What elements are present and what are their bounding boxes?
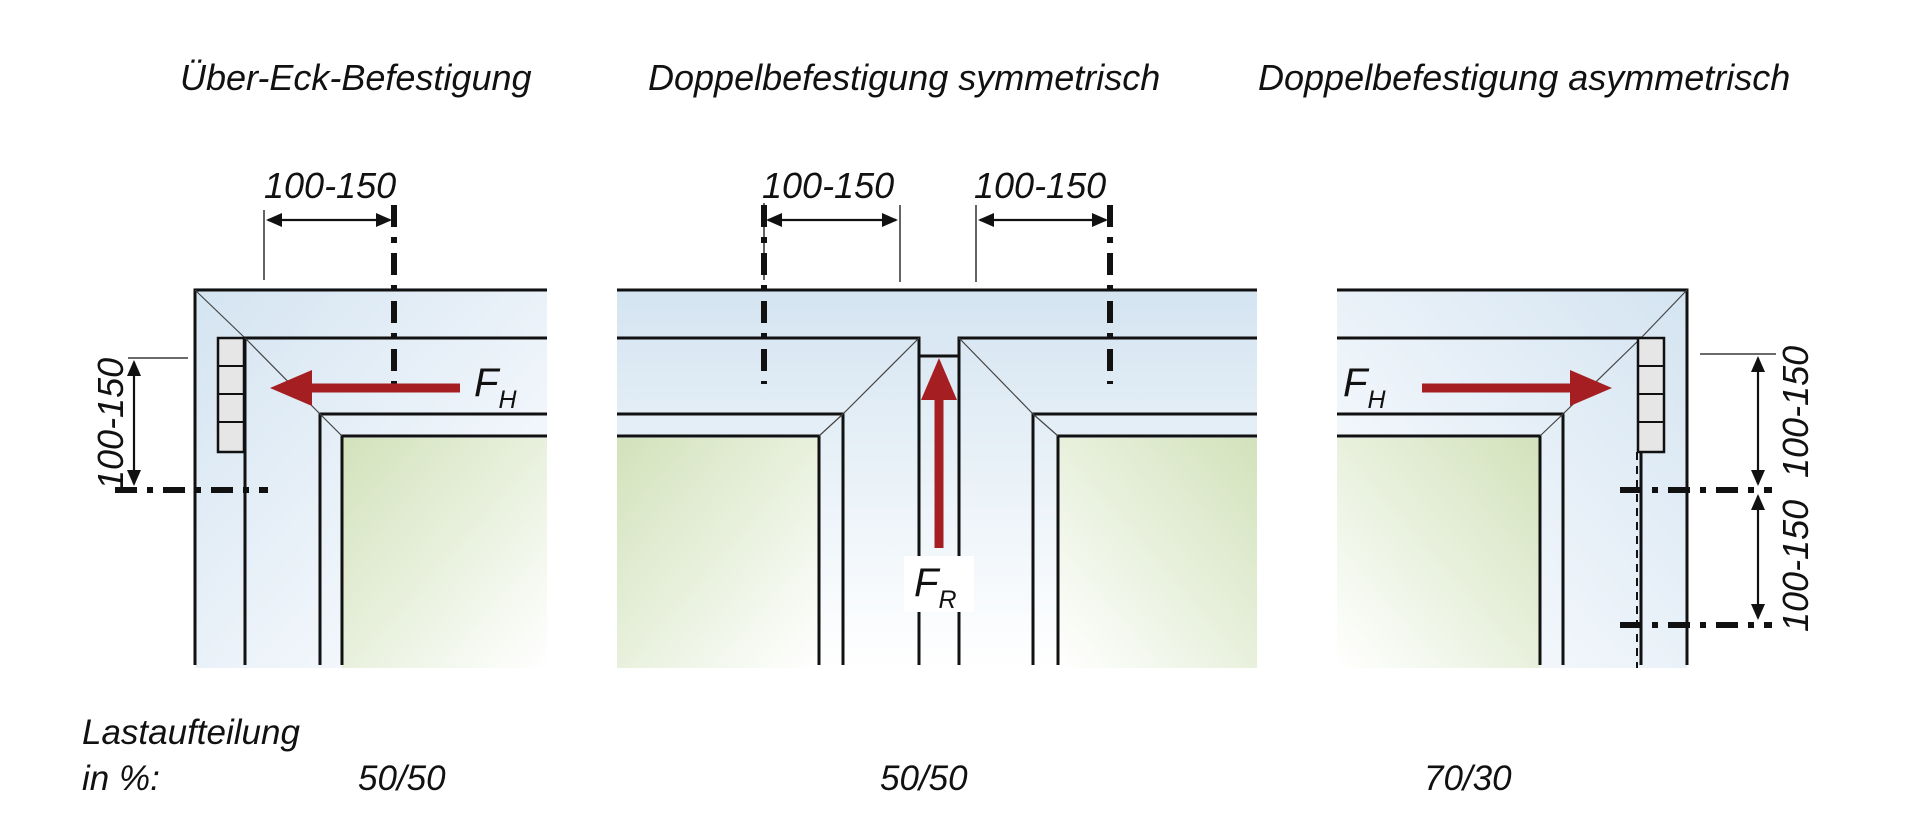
panel-left-corner: 100-150 100-150 FH <box>90 165 547 668</box>
load-split-middle: 50/50 <box>880 759 968 798</box>
glass-pane-left <box>342 438 547 668</box>
dimension-middle-left <box>761 203 901 384</box>
load-split-label-line2: in %: <box>82 759 160 798</box>
force-arrow-middle <box>921 358 957 548</box>
force-label-left: FH <box>474 361 517 414</box>
load-split-left: 50/50 <box>358 759 446 798</box>
dimension-left-horizontal <box>263 205 397 384</box>
title-left: Über-Eck-Befestigung <box>180 57 532 98</box>
dim-left-vertical-label: 100-150 <box>90 358 131 490</box>
load-split-label-line1: Lastaufteilung <box>82 713 300 752</box>
dim-middle-right-label: 100-150 <box>974 165 1106 206</box>
glass-pane-middle-left <box>617 438 819 668</box>
title-right: Doppelbefestigung asymmetrisch <box>1258 57 1790 98</box>
glass-pane-middle-right <box>1058 438 1257 668</box>
dim-left-horizontal-label: 100-150 <box>264 165 396 206</box>
force-label-middle: FR <box>914 561 957 614</box>
dim-middle-left-label: 100-150 <box>762 165 894 206</box>
load-split-right: 70/30 <box>1424 759 1512 798</box>
panel-right-asymmetric: 100-150 100-150 FH <box>1337 288 1816 668</box>
title-middle: Doppelbefestigung symmetrisch <box>648 57 1160 98</box>
fastener-right <box>1636 336 1666 454</box>
force-label-middle-bg <box>904 556 974 612</box>
panel-middle-symmetric: 100-150 100-150 FR <box>617 165 1257 668</box>
dimension-middle-right <box>975 205 1113 384</box>
dimension-right-vertical <box>1620 353 1776 668</box>
force-arrow-right <box>1422 370 1612 406</box>
force-label-right: FH <box>1343 361 1386 414</box>
dim-right-lower-label: 100-150 <box>1775 500 1816 632</box>
glass-pane-right <box>1337 438 1540 668</box>
dimension-left-vertical <box>115 357 268 493</box>
force-arrow-left <box>270 370 460 406</box>
fastener-left <box>216 336 246 454</box>
dim-right-upper-label: 100-150 <box>1775 346 1816 478</box>
